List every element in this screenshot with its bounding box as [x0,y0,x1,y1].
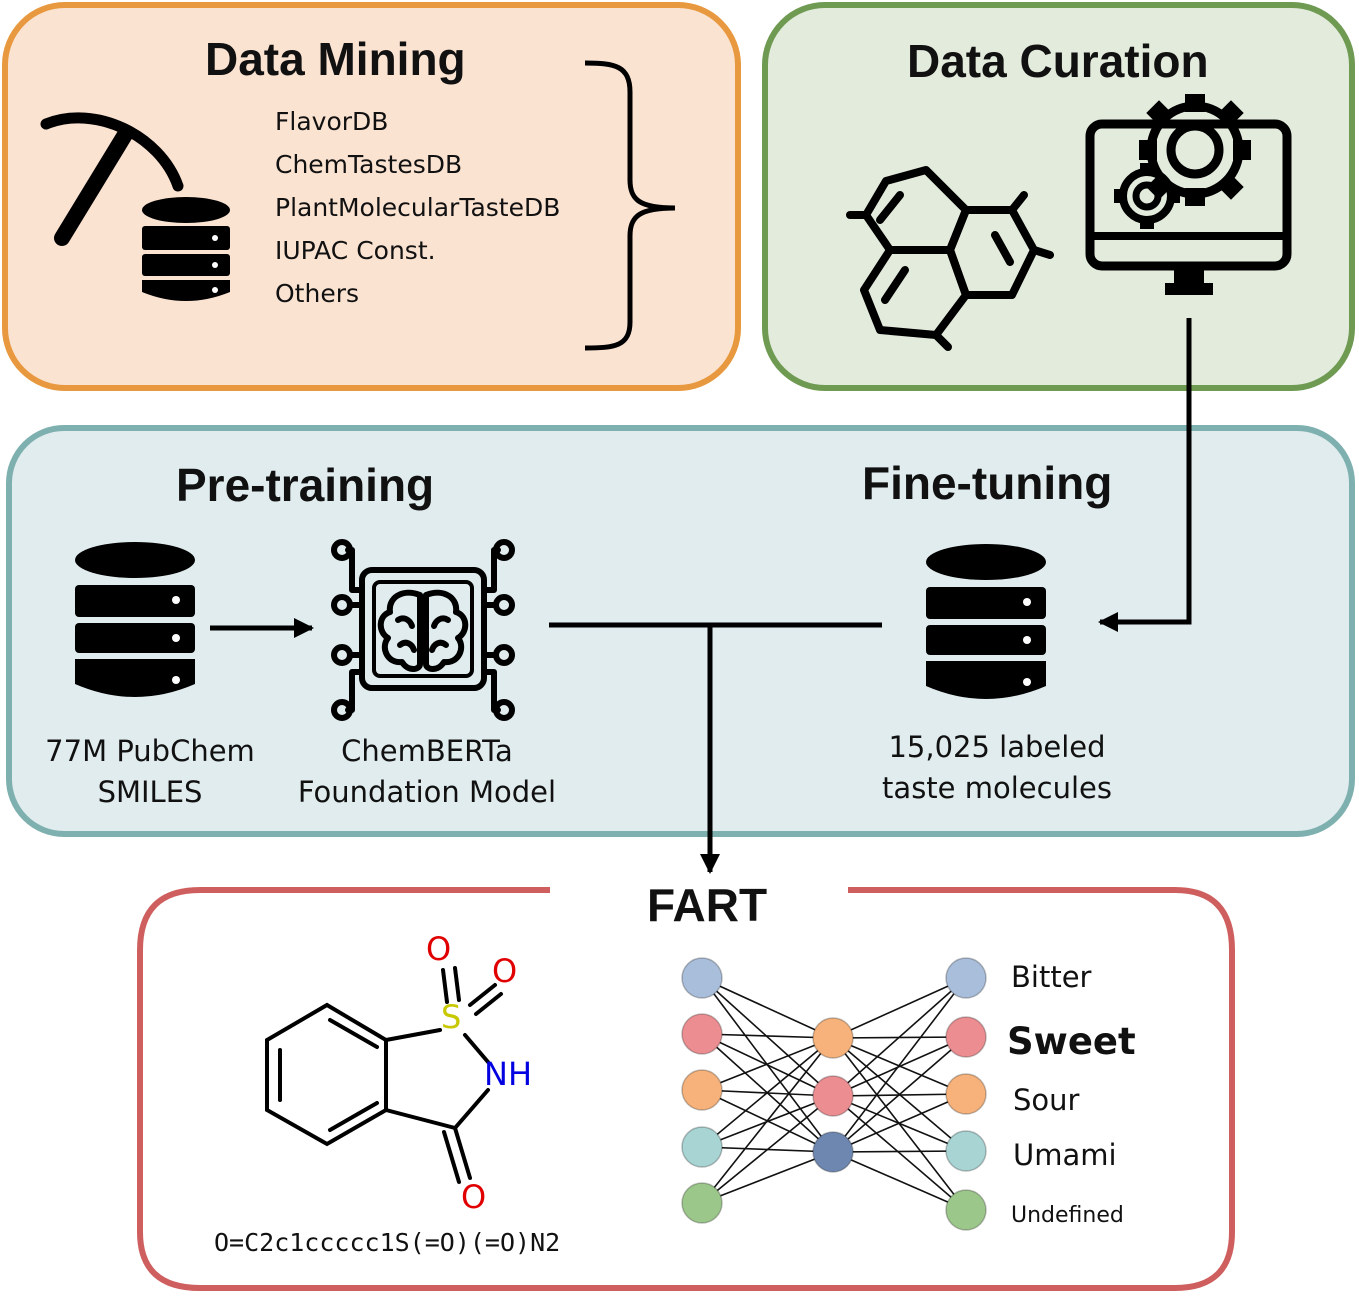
atom-sulfur: S [441,998,462,1036]
nn-input-node [681,1182,723,1224]
source-item: PlantMolecularTasteDB [275,193,561,222]
nn-input-node [681,957,723,999]
atom-nitrogen: NH [484,1055,532,1093]
nn-edge [701,1033,834,1039]
pubchem-caption: 77M PubChem SMILES [20,731,280,813]
nn-edge [832,1151,967,1211]
caption-line: 77M PubChem [45,734,255,768]
nn-edge [701,977,834,1039]
nn-edge [701,1151,834,1204]
brain-chip-icon [331,539,515,721]
training-panel [6,425,1355,837]
data-curation-title: Data Curation [907,35,1209,87]
nn-edge [701,1037,834,1148]
caption-line: ChemBERTa [341,734,513,768]
database-icon-pubchem [75,542,195,697]
neural-network-nodes [681,957,987,1231]
nn-output-node [945,1016,987,1058]
nn-hidden-node [812,1131,854,1173]
pretraining-title: Pre-training [176,459,435,511]
molecule-icon [846,166,1054,351]
curation-to-finetuning-arrow [1098,318,1192,632]
merge-to-fart-arrow [549,622,882,874]
caption-line: 15,025 labeled [888,730,1106,764]
source-item: IUPAC Const. [275,236,436,265]
nn-edge [832,977,967,1039]
database-icon-mining [142,197,230,301]
caption-line: taste molecules [882,771,1112,805]
pickaxe-icon [40,112,184,246]
neural-network-edges [701,977,967,1211]
source-item: ChemTastesDB [275,150,463,179]
atom-oxygen: O [461,1178,487,1216]
database-icon-labeled [926,544,1046,699]
fart-title: FART [647,879,768,931]
output-label-sweet: Sweet [1007,1020,1136,1063]
output-label-undefined: Undefined [1011,1203,1124,1228]
nn-edge [832,1036,967,1153]
output-label-sour: Sour [1013,1083,1080,1117]
nn-edge [832,1095,967,1211]
nn-output-node [945,1073,987,1115]
nn-hidden-node [812,1017,854,1059]
smiles-string: O=C2c1ccccc1S(=O)(=O)N2 [214,1228,561,1257]
caption-line: Foundation Model [297,775,557,809]
source-item: Others [275,279,360,308]
model-caption: ChemBERTa Foundation Model [282,731,572,813]
output-label-umami: Umami [1013,1138,1117,1172]
monitor-gears-icon [1085,94,1292,295]
nn-edge [701,977,834,1097]
saccharin-structure [265,966,503,1184]
labeled-caption: 15,025 labeled taste molecules [852,727,1142,809]
data-mining-title: Data Mining [205,33,466,85]
nn-edge [832,977,967,1153]
nn-edge [832,977,967,1097]
atom-oxygen: O [492,952,518,990]
nn-edge [701,1037,834,1204]
nn-edge [701,1033,834,1097]
source-list: FlavorDB ChemTastesDB PlantMolecularTast… [275,100,560,315]
nn-output-node [945,1130,987,1172]
nn-edge [701,1095,834,1204]
caption-line: SMILES [97,775,203,809]
fart-panel [137,887,1235,1291]
nn-output-node [945,957,987,999]
nn-edge [832,1036,967,1097]
sources-brace [584,60,676,351]
nn-edge [832,1150,967,1153]
nn-input-node [681,1069,723,1111]
nn-edge [832,1093,967,1153]
atom-oxygen: O [426,930,452,968]
source-item: FlavorDB [275,107,389,136]
nn-edge [701,1037,834,1091]
nn-input-node [681,1013,723,1055]
nn-hidden-node [812,1075,854,1117]
finetuning-title: Fine-tuning [862,457,1113,509]
nn-input-node [681,1126,723,1168]
output-label-bitter: Bitter [1011,960,1092,994]
nn-output-node [945,1189,987,1231]
